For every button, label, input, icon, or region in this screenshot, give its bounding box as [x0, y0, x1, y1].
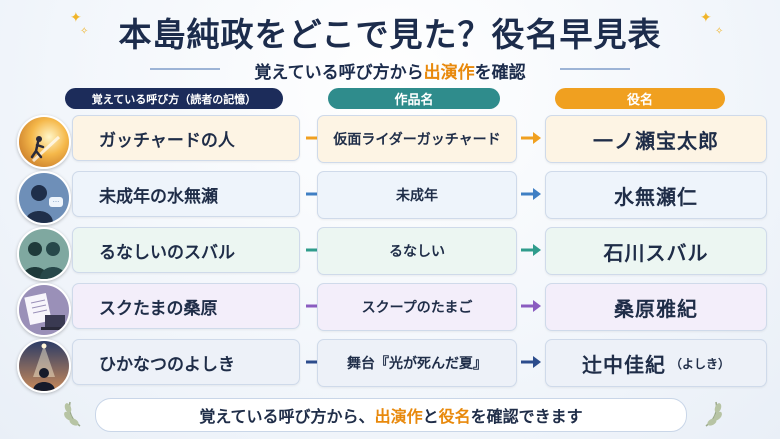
role-name-cell: 水無瀬仁: [545, 171, 767, 219]
subtitle-divider-left: [150, 68, 220, 70]
right-arrow-icon: [520, 242, 542, 258]
recall-name-cell: ひかなつのよしき: [72, 339, 300, 385]
recall-name-cell: るなしいのスバル: [72, 227, 300, 273]
footer-highlight-work: 出演作: [374, 407, 423, 426]
right-arrow-icon: [520, 298, 542, 314]
role-name-cell: 桑原雅紀: [545, 283, 767, 331]
silhouette-chat-icon: ···: [17, 171, 71, 225]
subtitle-highlight: 出演作: [423, 63, 475, 83]
work-title-cell: 仮面ライダーガッチャード: [317, 115, 517, 163]
table-row: るなしいのスバルるなしい 石川スバル: [15, 227, 767, 281]
header-recall: 覚えている呼び方（読者の記憶）: [65, 88, 283, 109]
table-row: スクたまの桑原スクープのたまご 桑原雅紀: [15, 283, 767, 337]
subtitle-text-end: を確認: [474, 63, 526, 83]
two-silhouettes-icon: [17, 227, 71, 281]
role-name-cell: 一ノ瀬宝太郎: [545, 115, 767, 163]
subtitle-text: 覚えている呼び方から: [254, 63, 424, 83]
right-arrow-icon: [520, 354, 542, 370]
laurel-left-icon: [64, 401, 81, 427]
role-name: 水無瀬仁: [614, 184, 698, 209]
footer-text-end: を確認できます: [470, 407, 583, 426]
sunrise-runner-icon: [17, 115, 71, 169]
recall-name-cell: スクたまの桑原: [72, 283, 300, 329]
role-name: 石川スバル: [603, 240, 709, 265]
role-name: 桑原雅紀: [614, 296, 698, 321]
table-row: ガッチャードの人仮面ライダーガッチャード 一ノ瀬宝太郎: [15, 115, 767, 169]
footer-note: 覚えている呼び方から、出演作と役名を確認できます: [95, 398, 687, 432]
notebook-laptop-icon: [17, 283, 71, 337]
role-reading-note: （よしき）: [669, 356, 730, 371]
table-row: ··· 未成年の水無瀬未成年 水無瀬仁: [15, 171, 767, 225]
footer-text: と: [422, 407, 439, 426]
spotlight-figure-icon: [17, 339, 71, 393]
sparkle-icon: ✧: [80, 26, 89, 37]
header-role: 役名: [555, 88, 725, 109]
svg-text:···: ···: [53, 198, 60, 206]
sparkle-icon: ✧: [715, 26, 724, 37]
role-name-cell: 辻中佳紀（よしき）: [545, 339, 767, 387]
subtitle-divider-right: [560, 68, 630, 70]
work-title-cell: 舞台『光が死んだ夏』: [317, 339, 517, 387]
role-name: 辻中佳紀: [581, 352, 666, 377]
footer-text: 覚えている呼び方から、: [199, 407, 375, 426]
role-name: 一ノ瀬宝太郎: [593, 128, 719, 153]
recall-name-cell: 未成年の水無瀬: [72, 171, 300, 217]
page-title: 本島純政をどこで見た？役名早見表: [118, 15, 662, 54]
role-name-cell: 石川スバル: [545, 227, 767, 275]
right-arrow-icon: [520, 186, 542, 202]
table-row: ひかなつのよしき舞台『光が死んだ夏』辻中佳紀（よしき）: [15, 339, 767, 393]
footer-highlight-role: 役名: [438, 407, 471, 426]
header-work: 作品名: [328, 88, 500, 109]
subtitle: 覚えている呼び方から出演作を確認: [0, 58, 780, 83]
sparkle-icon: ✦: [700, 10, 712, 26]
recall-name-cell: ガッチャードの人: [72, 115, 300, 161]
right-arrow-icon: [520, 130, 542, 146]
work-title-cell: るなしい: [317, 227, 517, 275]
laurel-right-icon: [705, 401, 722, 427]
sparkle-icon: ✦: [70, 10, 82, 26]
work-title-cell: スクープのたまご: [317, 283, 517, 331]
work-title-cell: 未成年: [317, 171, 517, 219]
